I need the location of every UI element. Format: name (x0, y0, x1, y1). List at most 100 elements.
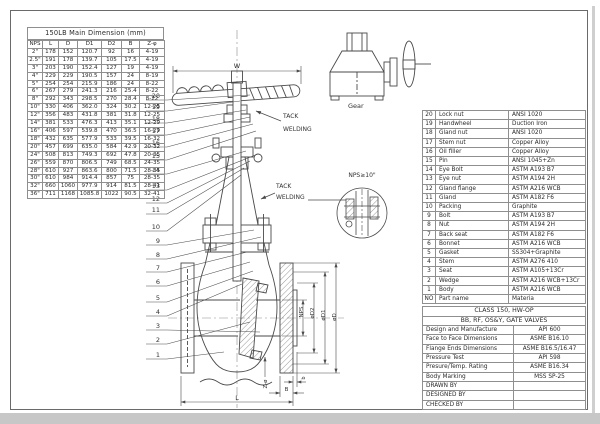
cell: 71.5 (121, 166, 140, 176)
cell: 635 (58, 134, 78, 144)
cell: 15 (422, 156, 436, 167)
tack-welding-1-line1: TACK (282, 113, 299, 120)
tack-welding-2-line2: WELDING (276, 194, 305, 201)
callout-5: 5 (156, 294, 160, 302)
cell: ASME B16.10 (513, 334, 586, 345)
cell: 24-35 (139, 158, 165, 168)
callout-12: 12 (152, 195, 160, 203)
cell: 120.7 (77, 47, 102, 57)
parts-list-footer: NO Part name Materia (422, 294, 586, 305)
cell: 191 (42, 55, 59, 65)
cell: 610 (42, 166, 59, 176)
cell: 635.0 (77, 142, 102, 152)
page-edge-right (592, 6, 595, 413)
cell: 800 (101, 166, 122, 176)
cell: Face to Face Dimensions (422, 334, 514, 345)
dim-l-label: L (235, 394, 239, 402)
cell: 47.8 (121, 150, 140, 160)
cell: 14 (422, 165, 436, 176)
cell (513, 380, 586, 392)
cell: 4-19 (139, 63, 165, 73)
cell: 215.9 (77, 79, 102, 89)
cell: ASTM A276 410 (508, 257, 586, 268)
spec-grid: CLASS 150, HW-OP BB, RF, OS&Y, GATE VALV… (422, 306, 586, 410)
cell: 36.5 (121, 126, 140, 136)
parts-footer-no: NO (422, 294, 436, 305)
cell: 749 (101, 158, 122, 168)
cell: ASTM A193 B7 (508, 211, 586, 222)
cell: 13 (422, 174, 436, 185)
cell: 28-35 (139, 166, 165, 176)
cell: Copper Alloy (508, 146, 586, 158)
cell: Nut (435, 220, 509, 231)
cell: 254 (58, 79, 78, 89)
cell: 20-32 (139, 142, 165, 152)
cell: 813 (58, 150, 78, 160)
cell (513, 399, 586, 410)
callout-11: 11 (152, 206, 160, 214)
cell: 18 (422, 128, 436, 139)
cell: L (42, 40, 59, 49)
cell: 8" (27, 95, 43, 105)
cell: 343 (58, 95, 78, 105)
cell: Back seat (435, 229, 509, 240)
cell: ASTM A216 WCB (508, 284, 586, 296)
cell: 7 (422, 229, 436, 240)
cell: 28" (27, 166, 43, 176)
cell: Gasket (435, 248, 509, 259)
cell: 692 (101, 150, 122, 160)
cell: D2 (101, 40, 122, 49)
cell: 17 (422, 137, 436, 148)
cell: 870 (58, 158, 78, 168)
cell: Flange Ends Dimensions (422, 343, 514, 355)
valve-body (194, 264, 280, 386)
cell: ASTM A216 WCB (508, 183, 586, 194)
cell: API 600 (513, 325, 586, 336)
cell: Body (435, 284, 509, 296)
cell: API 598 (513, 353, 586, 364)
dim-d1-label: øD1 (321, 309, 327, 320)
cell: Handwheel (435, 119, 509, 130)
cell: 749.3 (77, 150, 102, 160)
cell: NPS (27, 40, 43, 49)
cell: 31.8 (121, 111, 140, 121)
cell: 229 (58, 71, 78, 81)
valve-type-row: BB, RF, OS&Y, GATE VALVES (422, 315, 586, 327)
nps-detail-label: NPS≥10" (348, 172, 376, 179)
cell: 10" (27, 103, 43, 113)
cell: 190 (58, 63, 78, 73)
cell: 12-25 (139, 103, 165, 113)
cell: 977.9 (77, 182, 102, 192)
cell: 431.8 (77, 111, 102, 121)
cell: 711 (42, 190, 59, 200)
cell: MSS SP-25 (513, 371, 586, 382)
sheet-border (10, 10, 588, 410)
cell: 381 (42, 119, 59, 128)
cell: 229 (42, 71, 59, 81)
dim-b-small-label: b (301, 376, 307, 379)
